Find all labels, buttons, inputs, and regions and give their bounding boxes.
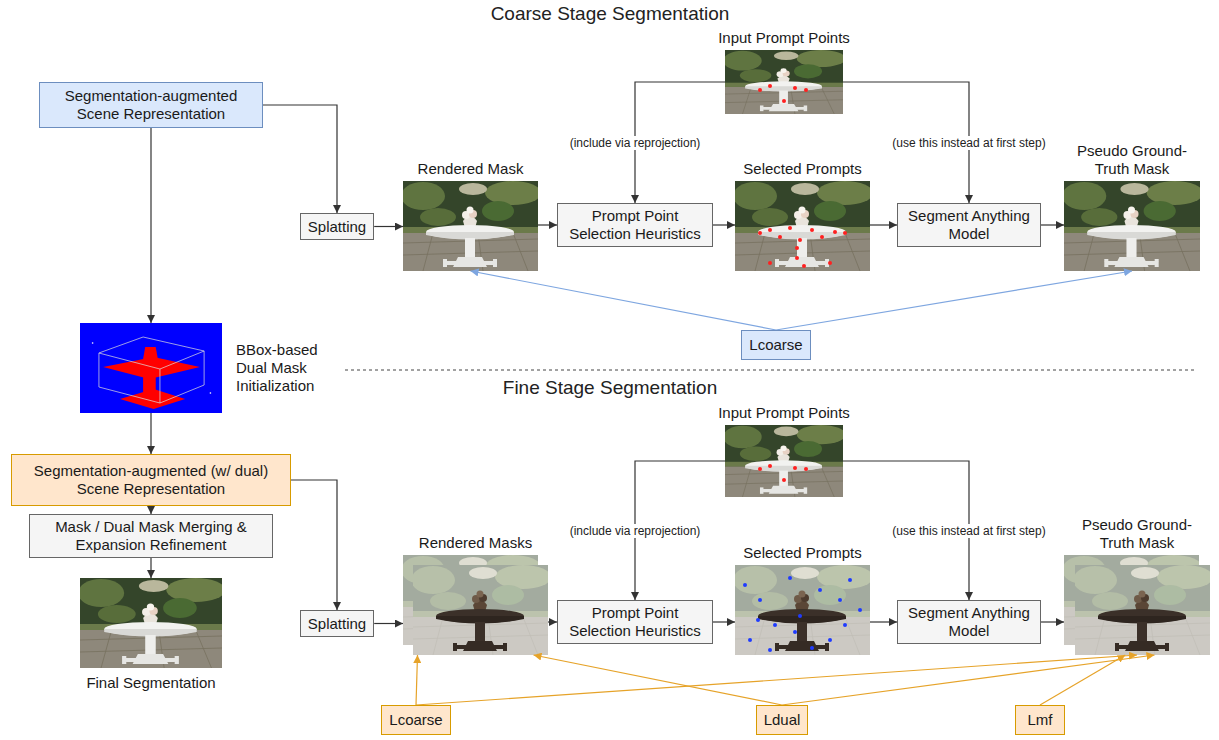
input-image [723, 425, 845, 497]
image-panel: Input Prompt Points [725, 50, 843, 114]
connector [150, 128, 151, 323]
box-text: Segmentation-augmented (w/ dual) Scene R… [18, 462, 284, 498]
connector [263, 105, 337, 213]
process-box: Segmentation-augmented (w/ dual) Scene R… [11, 454, 291, 506]
selected-prompts-image [733, 565, 873, 655]
box-text: Mask / Dual Mask Merging & Expansion Ref… [36, 518, 266, 554]
connector [374, 623, 403, 624]
connector [291, 480, 337, 610]
prompt-dots [758, 464, 808, 482]
connector [870, 621, 897, 622]
image-caption: Rendered Masks [383, 534, 568, 552]
box-text: Lmf [1027, 711, 1052, 729]
connector [1040, 655, 1125, 705]
connector [374, 226, 403, 227]
connector [548, 621, 557, 622]
image-caption: BBox-based Dual Mask Initialization [236, 341, 336, 395]
box-text: Splatting [308, 615, 366, 633]
image-panel: Final Segmentation [80, 578, 222, 668]
image-caption: Pseudo Ground-Truth Mask [1065, 142, 1199, 178]
process-box: Ldual [756, 705, 809, 735]
image-panel: Pseudo Ground-Truth Mask [1064, 555, 1210, 655]
input-image [723, 50, 845, 114]
box-text: Lcoarse [389, 711, 442, 729]
process-box: Segmentation-augmented Scene Representat… [39, 82, 263, 128]
process-box: Mask / Dual Mask Merging & Expansion Ref… [29, 514, 273, 558]
process-box: Lmf [1015, 705, 1065, 735]
box-text: Segmentation-augmented Scene Representat… [46, 87, 256, 123]
final-image [78, 578, 225, 668]
box-text: Lcoarse [749, 336, 802, 354]
connector [416, 655, 1137, 705]
rendered-mask-image [411, 565, 551, 655]
connector [1041, 621, 1064, 622]
stage-divider [345, 370, 1197, 371]
connector [776, 271, 1132, 330]
image-caption: Final Segmentation [60, 674, 242, 692]
edge-label: (use this instead at first step) [889, 136, 1048, 150]
image-panel: Selected Prompts [735, 181, 870, 271]
section-title: Coarse Stage Segmentation [491, 3, 730, 25]
dual-mask-image [80, 323, 222, 413]
prompt-dots [758, 226, 847, 268]
image-caption: Selected Prompts [715, 544, 890, 562]
process-box: Segment Anything Model [897, 203, 1041, 247]
box-text: Segment Anything Model [904, 604, 1034, 640]
box-text: Segment Anything Model [904, 207, 1034, 243]
process-box: Prompt Point Selection Heuristics [557, 600, 713, 644]
edge-label: (include via reprojection) [567, 136, 704, 150]
prompt-dots [758, 84, 808, 103]
box-text: Prompt Point Selection Heuristics [564, 207, 706, 243]
rendered-mask-image [401, 181, 541, 271]
connector [538, 224, 557, 225]
connector [150, 558, 151, 578]
image-caption: Selected Prompts [715, 160, 890, 178]
image-panel: Rendered Mask [403, 181, 538, 271]
box-text: Prompt Point Selection Heuristics [564, 604, 706, 640]
image-caption: Input Prompt Points [705, 29, 863, 47]
connector [713, 224, 735, 225]
image-panel: Pseudo Ground-Truth Mask [1064, 181, 1200, 271]
connector [534, 655, 782, 705]
connector [782, 655, 1155, 705]
connector [416, 655, 418, 705]
process-box: Splatting [300, 610, 374, 637]
image-panel: Selected Prompts [735, 565, 870, 655]
process-box: Lcoarse [741, 330, 810, 360]
process-box: Prompt Point Selection Heuristics [557, 203, 713, 247]
pseudo-gt-image [1062, 181, 1203, 271]
image-caption: Pseudo Ground-Truth Mask [1070, 516, 1204, 552]
image-panel: BBox-based Dual Mask Initialization [80, 323, 222, 413]
image-caption: Input Prompt Points [705, 404, 863, 422]
connector [150, 413, 151, 454]
connector [870, 224, 897, 225]
image-panel: Input Prompt Points [725, 425, 843, 497]
image-panel: Rendered Masks [403, 555, 548, 655]
selected-prompts-image [733, 181, 873, 271]
edge-label: (include via reprojection) [567, 524, 704, 538]
connector [1041, 224, 1064, 225]
box-text: Splatting [308, 218, 366, 236]
prompt-dots [743, 576, 862, 652]
edge-label: (use this instead at first step) [889, 524, 1048, 538]
connector [471, 271, 777, 330]
process-box: Splatting [300, 213, 374, 240]
process-box: Lcoarse [381, 705, 450, 735]
box-text: Ldual [764, 711, 801, 729]
pseudo-gt-image [1073, 565, 1213, 655]
connector [713, 621, 735, 622]
section-title: Fine Stage Segmentation [503, 377, 717, 399]
image-caption: Rendered Mask [383, 160, 558, 178]
connector [150, 506, 151, 514]
process-box: Segment Anything Model [897, 600, 1041, 644]
